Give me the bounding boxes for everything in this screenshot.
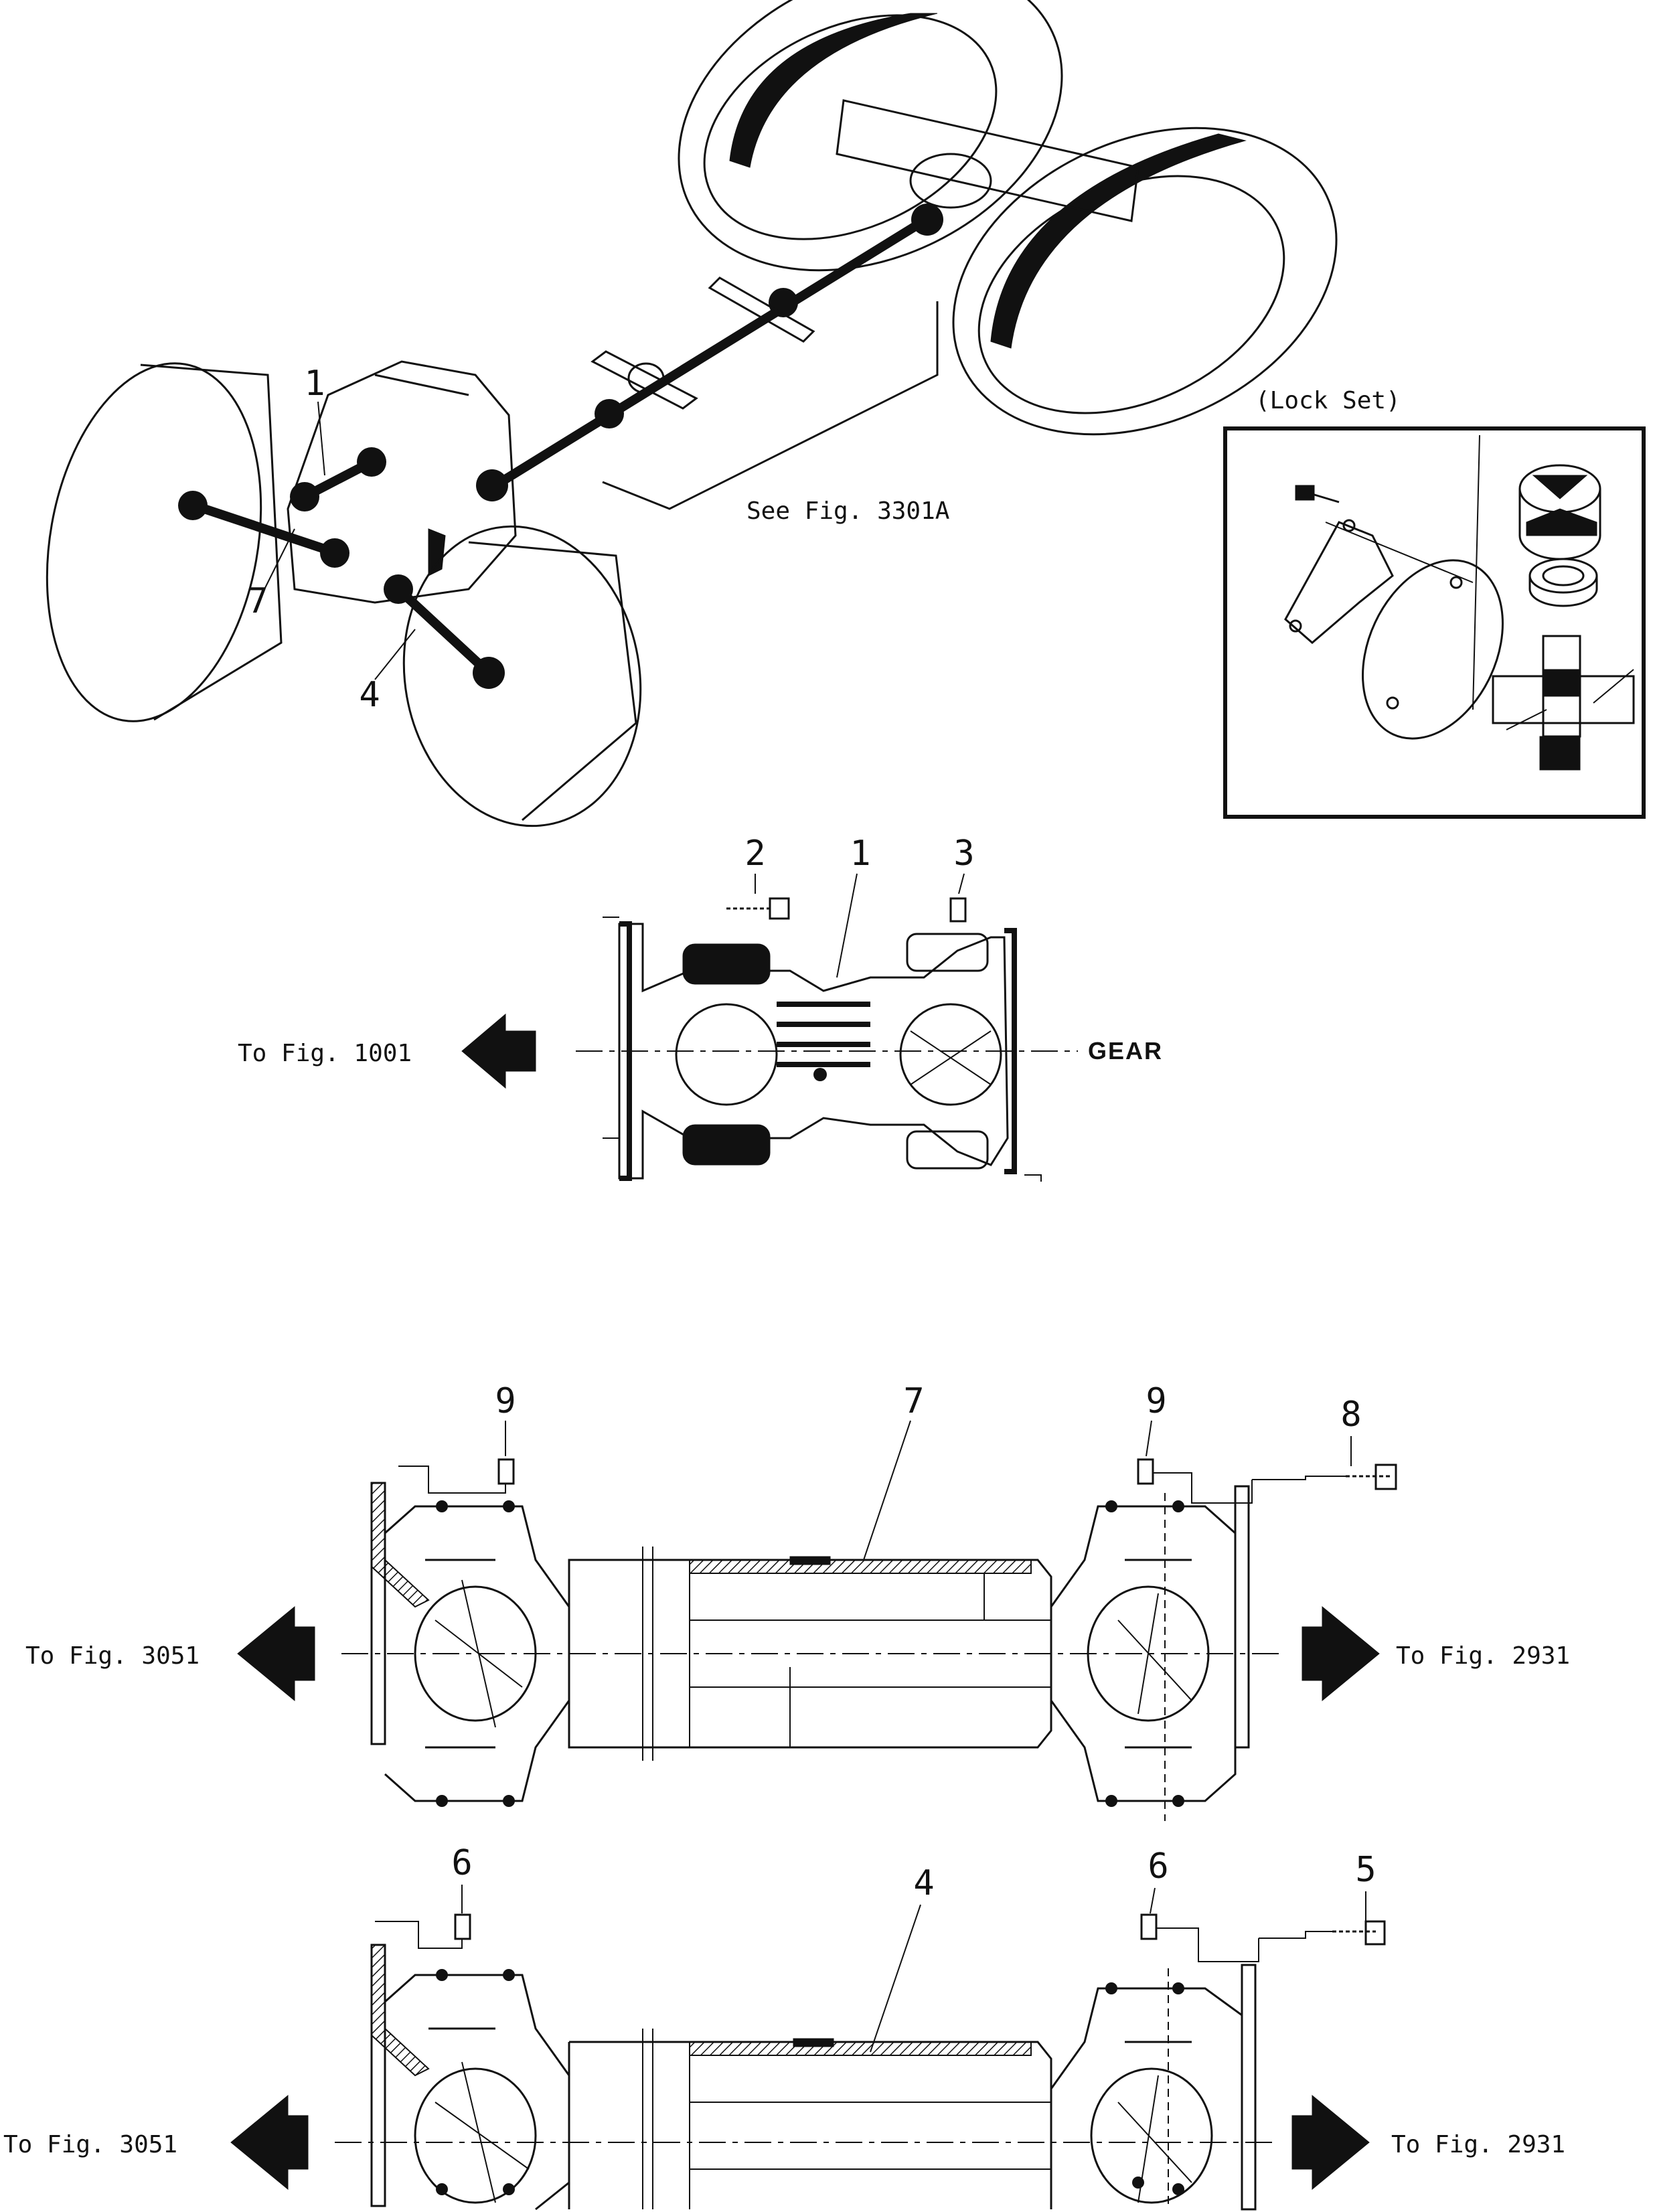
bolt-5 (1332, 1920, 1386, 1946)
lock-bolt (1295, 485, 1340, 503)
arrow-left-1001 (461, 1013, 536, 1089)
callout-7: 7 (903, 1381, 924, 1421)
arrow-left-3051-b (230, 2094, 309, 2191)
shaft-assembly-7: 9 7 9 8 (25, 1381, 1570, 1821)
callout-1: 1 (850, 834, 870, 874)
lock-plate (1284, 521, 1394, 644)
bolt-2 (726, 897, 790, 920)
nut-6-right (1140, 1913, 1158, 1940)
flange-right-7 (1234, 1485, 1250, 1749)
arrow-left-3051-a (237, 1605, 315, 1702)
to-fig-2931-b: To Fig. 2931 (1391, 2131, 1565, 2158)
to-fig-2931-a: To Fig. 2931 (1396, 1642, 1570, 1670)
propeller-shaft-rear (491, 216, 929, 490)
nut-3 (949, 897, 967, 923)
callout-shaft-1: 1 (304, 364, 325, 404)
rear-tire-upper (678, 0, 1063, 272)
bearing-cover (1362, 559, 1504, 740)
see-fig-reference: See Fig. 3301A (746, 497, 950, 525)
rear-axle-housing (836, 99, 1139, 222)
arrow-right-2931-a (1302, 1605, 1380, 1702)
shaft-4 (394, 584, 493, 678)
transfer-case (287, 360, 517, 604)
callout-8: 8 (1340, 1395, 1361, 1435)
callout-9-left: 9 (495, 1381, 516, 1421)
to-fig-3051-a: To Fig. 3051 (25, 1642, 200, 1670)
shaft-assembly-4: 6 4 6 5 (3, 1843, 1565, 2211)
tube-7 (568, 1559, 1052, 1749)
front-tire-right (402, 525, 642, 827)
callout-9-right: 9 (1146, 1381, 1166, 1421)
lock-set-frame (1223, 426, 1646, 819)
callout-3: 3 (953, 834, 974, 874)
flange-right-4 (1241, 1964, 1257, 2211)
rear-tire-lower (952, 127, 1338, 436)
callout-6-right: 6 (1148, 1846, 1168, 1887)
rear-differential (909, 153, 992, 209)
drivetrain-overview: 1 7 4 See Fig. 3301A (46, 0, 1338, 827)
to-fig-3051-b: To Fig. 3051 (3, 2131, 177, 2158)
nut-9-left (497, 1458, 515, 1485)
tube-4 (568, 2041, 1052, 2209)
lock-set-title: (Lock Set) (1255, 387, 1401, 414)
shaft-assembly-1: 2 1 3 To Fig. 1 (238, 834, 1163, 1182)
callout-4: 4 (913, 1863, 934, 1903)
callout-shaft-4: 4 (359, 675, 380, 715)
callout-5: 5 (1355, 1850, 1376, 1890)
yoke-right-4 (1050, 1987, 1243, 2209)
callout-6-left: 6 (451, 1843, 472, 1883)
lock-set-inset: (Lock Set) (1223, 387, 1646, 819)
callout-2: 2 (744, 834, 765, 874)
callout-shaft-7: 7 (247, 581, 268, 621)
bolt-8 (1346, 1464, 1397, 1490)
center-bearing-bracket-2 (708, 276, 815, 343)
yoke-left-4 (384, 1974, 570, 2211)
seal-ring (1528, 558, 1598, 607)
nut-6-left (454, 1913, 471, 1940)
front-tire-left (46, 362, 283, 722)
nut-9-right (1137, 1458, 1154, 1485)
arrow-right-2931-b (1291, 2094, 1370, 2191)
gear-label: GEAR (1088, 1037, 1163, 1064)
to-fig-1001: To Fig. 1001 (238, 1040, 412, 1067)
spider-cross (1492, 635, 1635, 771)
shaft-7 (189, 501, 339, 557)
bearing-cup (1518, 464, 1601, 560)
